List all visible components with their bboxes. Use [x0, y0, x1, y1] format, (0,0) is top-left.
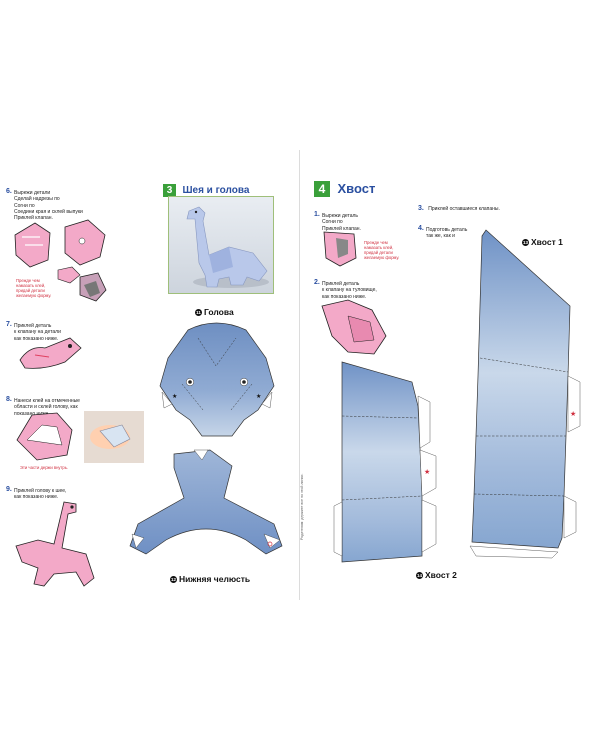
part-13-number: 13 — [522, 239, 529, 247]
lower-jaw-cutout — [129, 449, 283, 555]
dinosaur-photo — [168, 196, 274, 294]
tail-step-1: 1. Вырежи деталь Согни по Приклей клапан… — [314, 211, 361, 232]
step-9: 9. Приклей голову к шее, как показано ни… — [6, 486, 67, 501]
tail-step-1-warning: Прежде чем намазать клей, придай детали … — [364, 240, 400, 260]
step-6-line-2: Сделай надрезы по — [14, 196, 60, 203]
tail-step-2-illustration — [321, 299, 387, 355]
step-6: 6. Вырежи детали Сделай надрезы по Согни… — [6, 180, 116, 221]
svg-text:★: ★ — [172, 393, 177, 400]
step-8-illustration — [16, 411, 144, 463]
section-3-header: 3 Шея и голова — [163, 180, 249, 198]
step-7-illustration — [19, 337, 82, 369]
section-3-title: Шея и голова — [182, 185, 250, 196]
part-14-number: 14 — [416, 572, 423, 580]
dinosaur-model-image — [186, 206, 269, 288]
step-6-illustration — [14, 219, 107, 302]
tail-step-1-illustration — [323, 231, 357, 267]
step-6-number: 6. — [6, 188, 12, 195]
step-8: 8. Нанеси клей на отмеченные области и с… — [6, 396, 80, 417]
part-11-number: 11 — [195, 309, 202, 317]
page-divider — [299, 150, 300, 600]
tail-step-3: 3. Приклей оставшиеся клапаны. — [418, 205, 500, 212]
tail-step-2: 2. Приклей деталь к клапану на туловище,… — [314, 279, 377, 300]
svg-text:★: ★ — [570, 410, 576, 418]
tail-1-cutout: ★ — [469, 229, 581, 559]
part-12-number: 12 — [170, 576, 177, 584]
tail-step-4: 4. Подготовь деталь так же, как и — [418, 225, 468, 240]
section-3-number: 3 — [163, 184, 176, 197]
step-6-line-3: Согни по — [14, 202, 35, 209]
svg-text:★: ★ — [424, 468, 430, 476]
step-6-line-5: Приклей клапан. — [14, 215, 53, 222]
section-4-header: 4 Хвост — [314, 180, 375, 198]
svg-text:★: ★ — [256, 393, 261, 400]
step-6-warning: Прежде чем намазать клей, придай детали … — [16, 278, 52, 298]
tail-2-cutout: ★ — [333, 361, 437, 563]
parents-side-note: Родителям: держите все по этой линии. — [300, 473, 304, 540]
step-7: 7. Приклей деталь к клапану на детали ка… — [6, 321, 61, 342]
step-9-illustration — [15, 501, 95, 587]
step-6-line-1: Вырежи детали — [14, 190, 51, 196]
section-4-number: 4 — [314, 181, 330, 197]
step-8-warning: Эти части держи внутрь. — [20, 465, 69, 470]
section-4-title: Хвост — [337, 181, 376, 196]
head-cutout: ★ ★ — [159, 322, 275, 437]
step-6-line-4: Соедини края и склей выпуки — [14, 208, 83, 215]
